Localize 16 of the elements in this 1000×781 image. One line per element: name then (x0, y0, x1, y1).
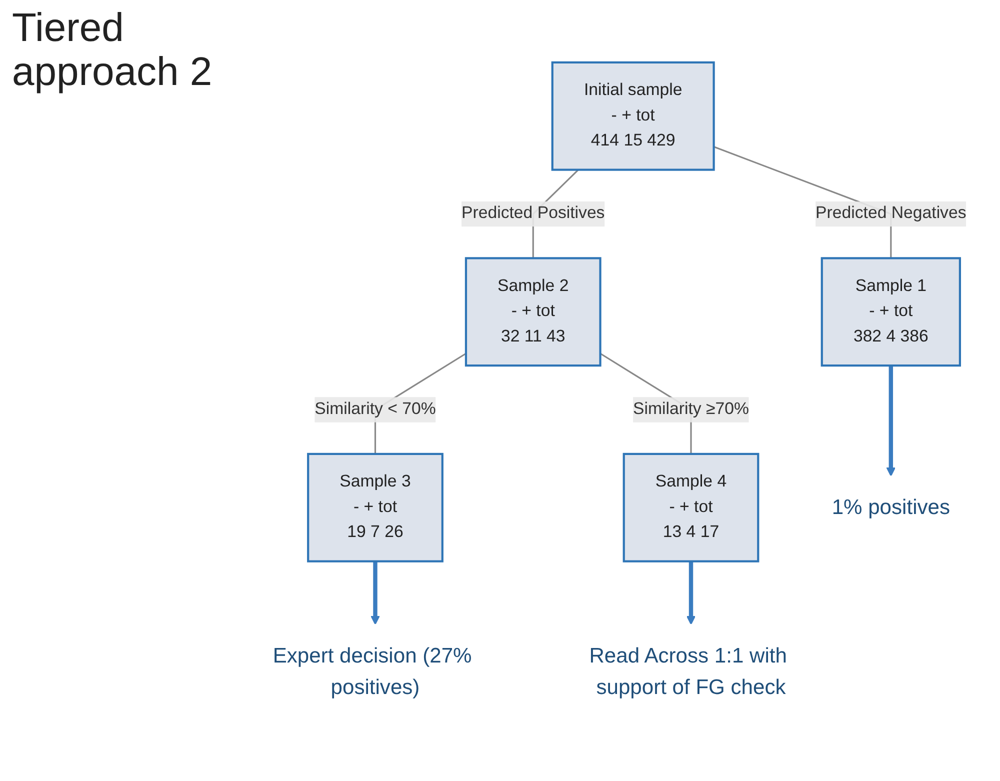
arrow (370, 561, 380, 625)
node-box: Sample 4 - + tot 13 4 17 (622, 452, 760, 562)
node-text: 1% positives (832, 496, 950, 519)
node-text: Expert decision (27% positives) (272, 644, 472, 699)
node-box: Sample 1 - + tot 382 4 386 (820, 256, 961, 366)
node-text: Read Across 1:1 with support of FG check (589, 644, 787, 699)
edge-label: Predicted Negatives (816, 204, 966, 222)
node-box: Initial sample - + tot 414 15 429 (551, 61, 715, 171)
edge-label: Predicted Positives (462, 204, 605, 222)
arrow (886, 365, 896, 476)
edge-label: Similarity < 70% (314, 400, 436, 418)
node-box: Sample 3 - + tot 19 7 26 (307, 452, 444, 562)
diagram-title: Tiered approach 2 (12, 6, 214, 94)
edge-label: Similarity ≥70% (633, 400, 749, 418)
node-box: Sample 2 - + tot 32 11 43 (464, 256, 602, 366)
arrow (686, 561, 696, 625)
